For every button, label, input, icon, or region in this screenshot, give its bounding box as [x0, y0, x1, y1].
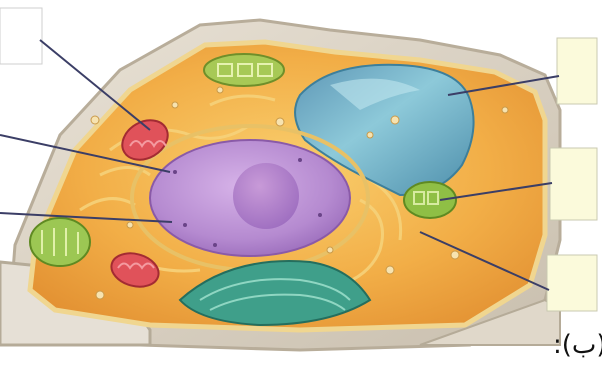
label-box-right-top: [557, 38, 597, 104]
label-box-right-middle: [550, 148, 597, 220]
label-box-right-bottom: [547, 255, 597, 311]
chloroplast: [404, 182, 456, 218]
chloroplast: [204, 54, 284, 86]
chloroplast: [30, 218, 90, 266]
label-box-left-top: [0, 8, 42, 64]
nucleolus: [233, 163, 299, 229]
figure-caption: (ب):: [553, 330, 602, 360]
